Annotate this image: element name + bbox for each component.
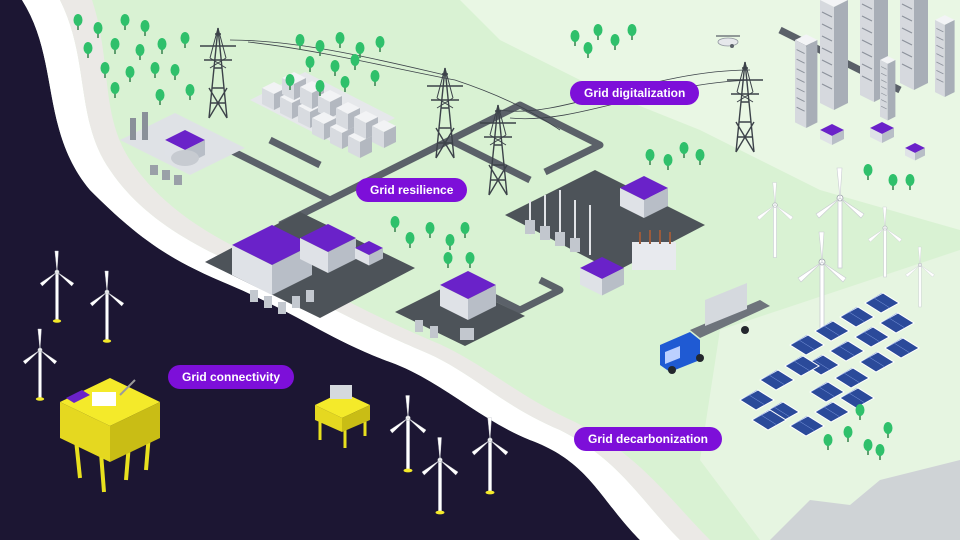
factory — [232, 224, 383, 314]
substation — [525, 176, 676, 296]
grid-connectivity-label[interactable]: Grid connectivity — [168, 365, 295, 389]
grid-decarbonization-label[interactable]: Grid decarbonization — [574, 427, 723, 451]
beach — [60, 0, 710, 540]
offshore-platform — [60, 378, 160, 493]
power-plant — [130, 112, 205, 185]
drone-icon — [716, 35, 740, 48]
small-substation — [415, 271, 496, 340]
shoreline — [22, 0, 680, 540]
grid-resilience-label[interactable]: Grid resilience — [356, 178, 468, 202]
rocky-coast — [770, 460, 960, 540]
truck-icon — [660, 283, 770, 374]
grid-digitalization-label[interactable]: Grid digitalization — [570, 81, 700, 105]
substation-platform — [315, 385, 370, 448]
